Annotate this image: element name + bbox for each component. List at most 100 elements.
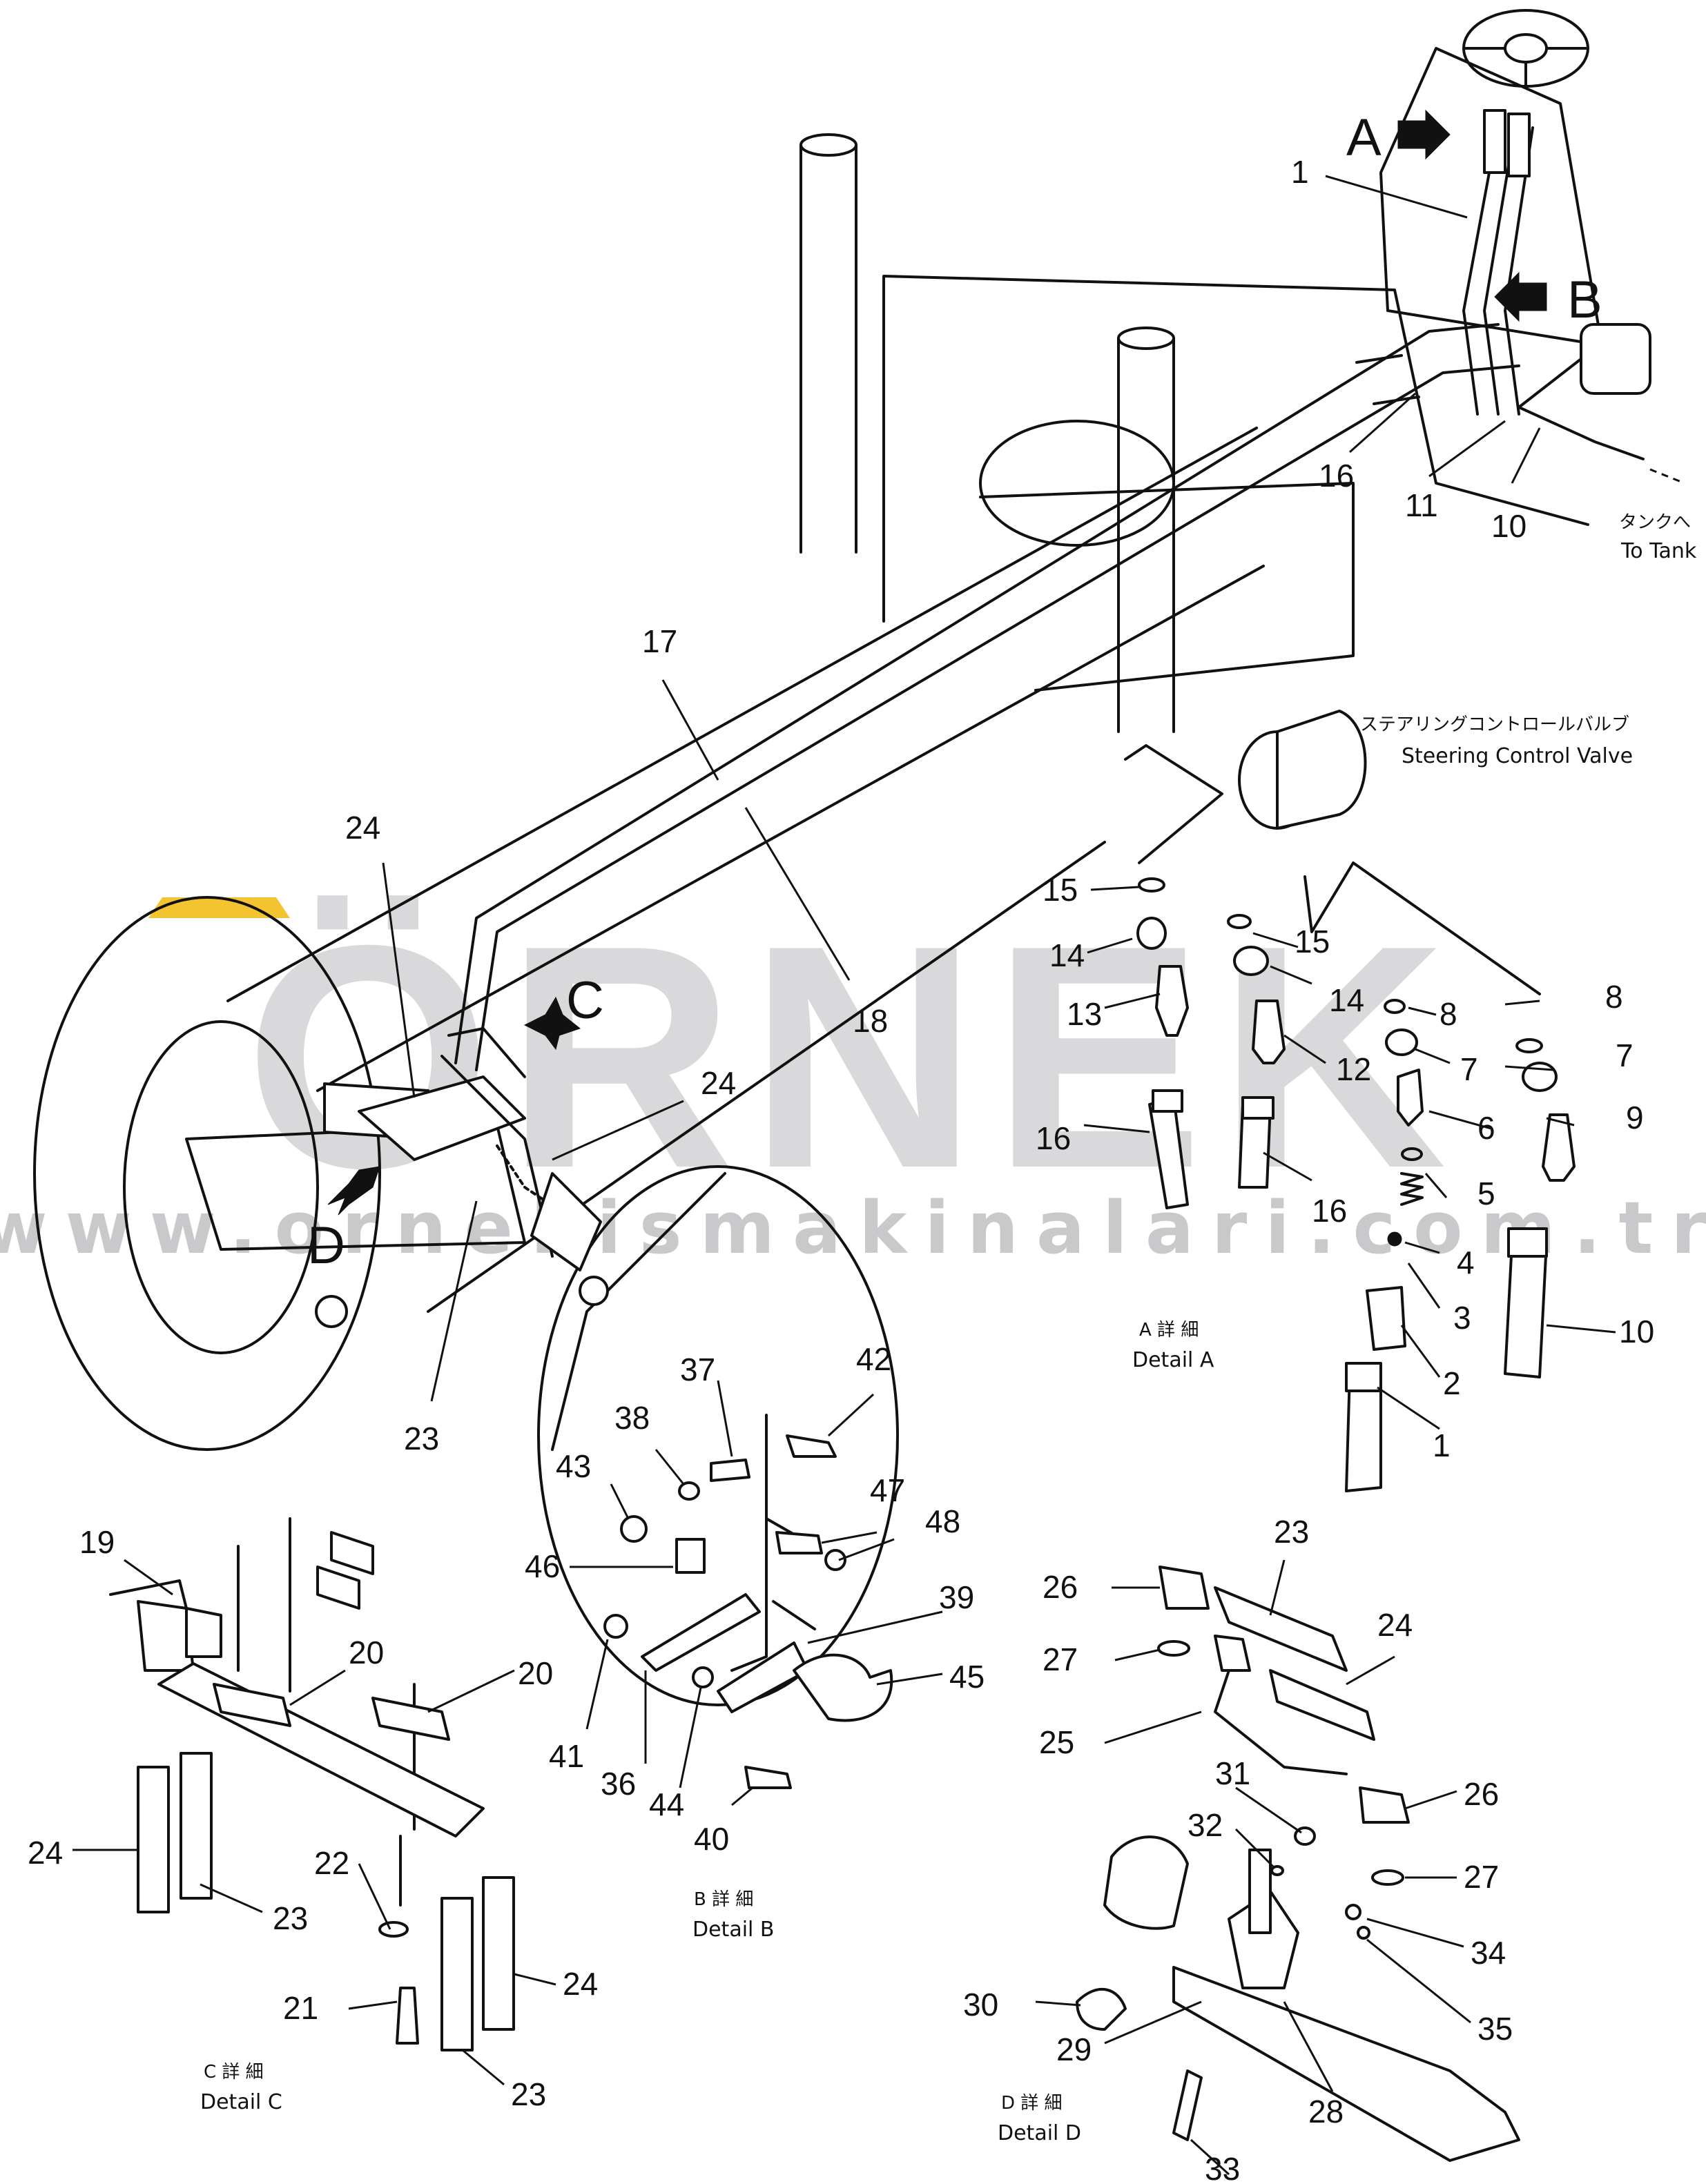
callout-14-b: 14 (1329, 982, 1364, 1018)
leader-lines-detail-a (1083, 886, 1616, 1430)
arrow-b-icon (1494, 271, 1547, 322)
detail-letter-d: D (307, 1216, 345, 1275)
callout-20-a: 20 (349, 1635, 384, 1670)
leader-lines-main (382, 175, 1541, 1402)
callout-5: 5 (1477, 1176, 1495, 1211)
arrow-c-icon (523, 996, 581, 1051)
caption-scv-jp: ステアリングコントロールバルブ (1360, 714, 1629, 735)
callout-1-main: 1 (1291, 154, 1309, 190)
detail-a (1124, 710, 1576, 1492)
callout-7-b: 7 (1616, 1037, 1634, 1073)
callout-24-d: 24 (1377, 1607, 1413, 1643)
callout-25: 25 (1039, 1724, 1074, 1760)
callout-16-b: 16 (1312, 1193, 1347, 1229)
leader-lines-detail-d (1035, 1559, 1471, 2176)
caption-detail-b-jp: B 詳 細 (694, 1889, 753, 1910)
callout-47: 47 (870, 1472, 905, 1508)
callout-8-a: 8 (1440, 996, 1457, 1032)
callout-12: 12 (1336, 1051, 1371, 1087)
callout-35: 35 (1477, 2011, 1513, 2047)
callout-32: 32 (1188, 1807, 1223, 1843)
callout-16-main: 16 (1319, 458, 1354, 494)
callout-20-b: 20 (518, 1655, 553, 1691)
callout-15-b: 15 (1295, 924, 1330, 959)
watermark-accent-mark (148, 897, 290, 918)
callout-6: 6 (1477, 1110, 1495, 1146)
callout-37: 37 (680, 1352, 715, 1387)
callout-23-c-b: 23 (511, 2076, 546, 2112)
callout-43: 43 (556, 1448, 591, 1484)
caption-to-tank-jp: タンクへ (1619, 512, 1691, 533)
callout-27-b: 27 (1464, 1859, 1499, 1895)
detail-letter-a: A (1346, 108, 1382, 167)
callout-11: 11 (1405, 487, 1438, 523)
detail-d (1076, 1566, 1520, 2162)
callout-15-a: 15 (1043, 872, 1078, 908)
leader-lines-detail-c (72, 1559, 556, 2086)
callout-24-c-a: 24 (28, 1835, 63, 1871)
detail-letter-b: B (1567, 271, 1602, 329)
leader-lines-detail-b (570, 1380, 943, 1806)
callout-24-main-b: 24 (701, 1065, 736, 1101)
caption-detail-a-en: Detail A (1132, 1348, 1214, 1372)
callout-46: 46 (525, 1548, 560, 1584)
main-assembly (33, 9, 1685, 1706)
caption-scv-en: Steering Control Valve (1402, 744, 1633, 768)
caption-detail-b-en: Detail B (692, 1918, 775, 1942)
callout-19: 19 (79, 1524, 115, 1560)
callout-24-main-a: 24 (345, 810, 380, 846)
callout-28: 28 (1308, 2094, 1344, 2129)
callout-29: 29 (1056, 2031, 1092, 2067)
callout-44: 44 (649, 1786, 684, 1822)
callout-3: 3 (1453, 1300, 1471, 1336)
callout-4: 4 (1457, 1245, 1475, 1280)
callout-9: 9 (1626, 1100, 1644, 1135)
callout-26-a: 26 (1043, 1569, 1078, 1605)
callout-10-a: 10 (1619, 1314, 1654, 1349)
callout-22: 22 (314, 1845, 349, 1881)
callout-13: 13 (1067, 996, 1102, 1032)
detail-c (109, 1517, 515, 2051)
caption-to-tank-en: To Tank (1620, 539, 1697, 563)
caption-detail-d-en: Detail D (998, 2121, 1081, 2145)
part-callouts: 1 16 11 10 17 18 24 24 23 15 15 14 14 13… (28, 154, 1654, 2184)
detail-letter-c: C (566, 971, 604, 1030)
captions: タンクへ To Tank ステアリングコントロールバルブ Steering Co… (200, 512, 1697, 2145)
callout-27-a: 27 (1043, 1641, 1078, 1677)
callout-8-b: 8 (1605, 979, 1623, 1015)
arrow-d-icon (327, 1166, 380, 1216)
callout-21: 21 (283, 1990, 318, 2026)
detail-b (603, 1414, 893, 1789)
callout-45: 45 (949, 1659, 985, 1695)
callout-16-a: 16 (1036, 1120, 1071, 1156)
watermark: ÖRNEK www.ornekismakinalari.com.tr (0, 880, 1706, 1270)
callout-2: 2 (1443, 1365, 1461, 1401)
callout-31: 31 (1215, 1755, 1250, 1791)
callout-40: 40 (694, 1821, 729, 1857)
detail-arrows (327, 109, 1547, 1216)
callout-10-main: 10 (1491, 508, 1526, 544)
caption-detail-d-jp: D 詳 細 (1001, 2093, 1063, 2114)
arrow-a-icon (1397, 109, 1451, 160)
callout-30: 30 (963, 1987, 998, 2022)
callout-26-b: 26 (1464, 1776, 1499, 1812)
callout-41: 41 (549, 1738, 584, 1774)
callout-23-d: 23 (1274, 1514, 1309, 1550)
callout-1-a: 1 (1433, 1427, 1451, 1463)
callout-39: 39 (939, 1579, 974, 1615)
callout-7-a: 7 (1460, 1051, 1478, 1087)
callout-23-main: 23 (404, 1421, 439, 1456)
callout-48: 48 (925, 1503, 960, 1539)
callout-33: 33 (1205, 2151, 1240, 2184)
callout-42: 42 (856, 1341, 891, 1377)
callout-18: 18 (853, 1003, 888, 1039)
callout-34: 34 (1471, 1935, 1506, 1971)
caption-detail-c-jp: C 詳 細 (204, 2062, 264, 2083)
callout-24-c-b: 24 (563, 1966, 598, 2002)
caption-detail-a-jp: A 詳 細 (1139, 1320, 1199, 1340)
caption-detail-c-en: Detail C (200, 2090, 282, 2114)
callout-23-c-a: 23 (273, 1900, 308, 1936)
callout-38: 38 (614, 1400, 650, 1436)
callout-36: 36 (601, 1766, 636, 1802)
